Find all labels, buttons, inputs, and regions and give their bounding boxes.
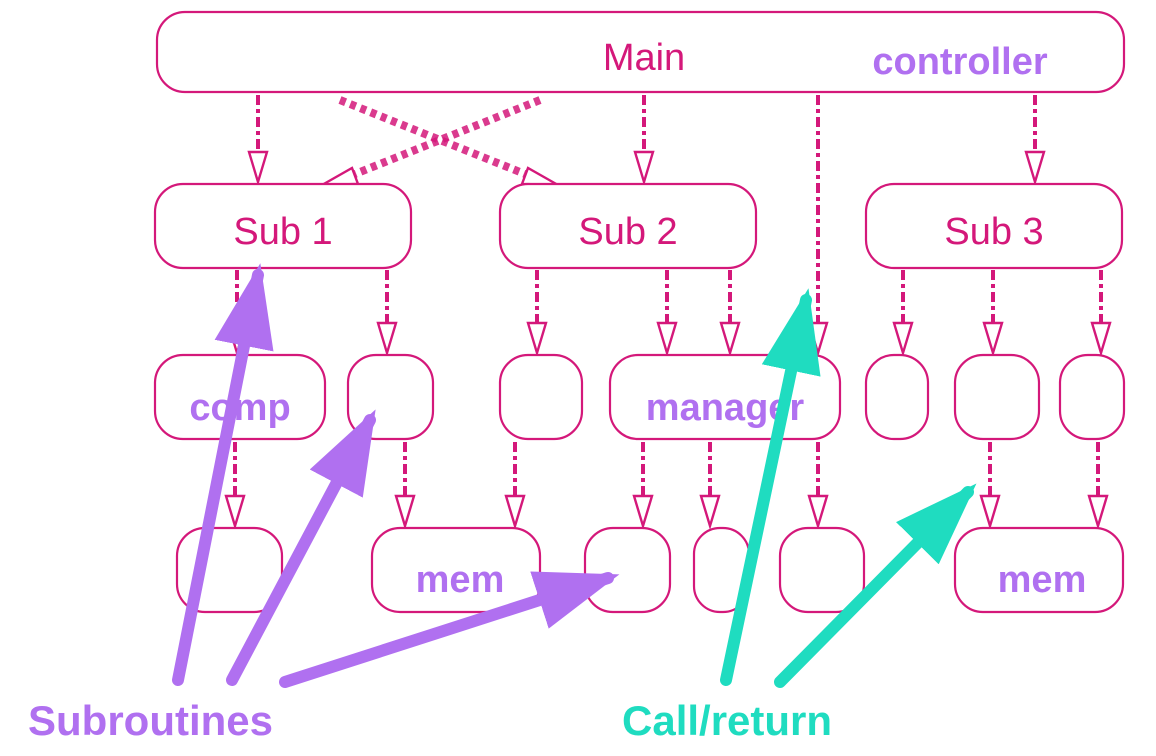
call-edge-arrowhead [719, 321, 741, 358]
call-edge-arrowhead [526, 321, 548, 358]
cross-edge-to-sub1-head [321, 166, 360, 187]
module-l4-3 [583, 526, 672, 614]
controller-tag: controller [872, 41, 1047, 83]
module-l3-5 [864, 353, 930, 441]
callreturn-caption: Call/return [622, 697, 832, 744]
sub-2-label: Sub 2 [578, 211, 677, 253]
sub-1-box: Sub 1 [153, 182, 413, 270]
module-manager: manager [608, 353, 842, 441]
crossing-edges [321, 96, 559, 187]
subroutine-pointer-1 [172, 263, 274, 686]
call-edge-arrowhead [1087, 494, 1109, 531]
subroutines-caption: Subroutines [28, 697, 273, 744]
module-mem-1: mem [370, 526, 542, 614]
call-edge-arrowhead [633, 150, 655, 187]
module-l3-3 [498, 353, 584, 441]
call-edge-arrowhead [224, 494, 246, 531]
sub-2-box: Sub 2 [498, 182, 758, 270]
call-edge-arrowhead [376, 321, 398, 358]
cross-edge-to-sub1 [338, 96, 542, 184]
module-mem-2: mem [953, 526, 1125, 614]
call-edge-arrowhead [632, 494, 654, 531]
call-edge-arrowhead [656, 321, 678, 358]
call-edge-arrowhead [504, 494, 526, 531]
call-edge-arrowhead [807, 321, 829, 358]
call-edge-arrowhead [979, 494, 1001, 531]
call-edge-arrowhead [699, 494, 721, 531]
sub-1-label: Sub 1 [233, 211, 332, 253]
subroutine-pointer-3 [279, 571, 620, 688]
call-edge-arrowhead [1090, 321, 1112, 358]
callreturn-pointer-1 [720, 288, 821, 686]
call-edge-arrowhead [807, 494, 829, 531]
module-l3-7 [1058, 353, 1126, 441]
call-edge-arrowhead [1024, 150, 1046, 187]
call-edge-arrowhead [982, 321, 1004, 358]
mem-1-label: mem [416, 559, 505, 601]
callreturn-pointer-2 [774, 483, 977, 688]
callreturn-pointers [720, 288, 977, 688]
cross-edge-to-sub2 [338, 96, 542, 184]
call-edge-arrowhead [394, 494, 416, 531]
subroutine-pointers [172, 263, 620, 688]
cross-edge-to-sub2-head [520, 166, 559, 187]
main-controller-box: Main controller [155, 10, 1126, 94]
sub-3-label: Sub 3 [944, 211, 1043, 253]
call-edges [224, 95, 1112, 531]
mem-2-label: mem [998, 559, 1087, 601]
subroutine-pointer-2 [226, 409, 376, 686]
sub-3-box: Sub 3 [864, 182, 1124, 270]
main-title: Main [603, 37, 685, 79]
call-edge-arrowhead [247, 150, 269, 187]
module-l3-6 [953, 353, 1041, 441]
module-l4-5 [778, 526, 866, 614]
call-edge-arrowhead [892, 321, 914, 358]
